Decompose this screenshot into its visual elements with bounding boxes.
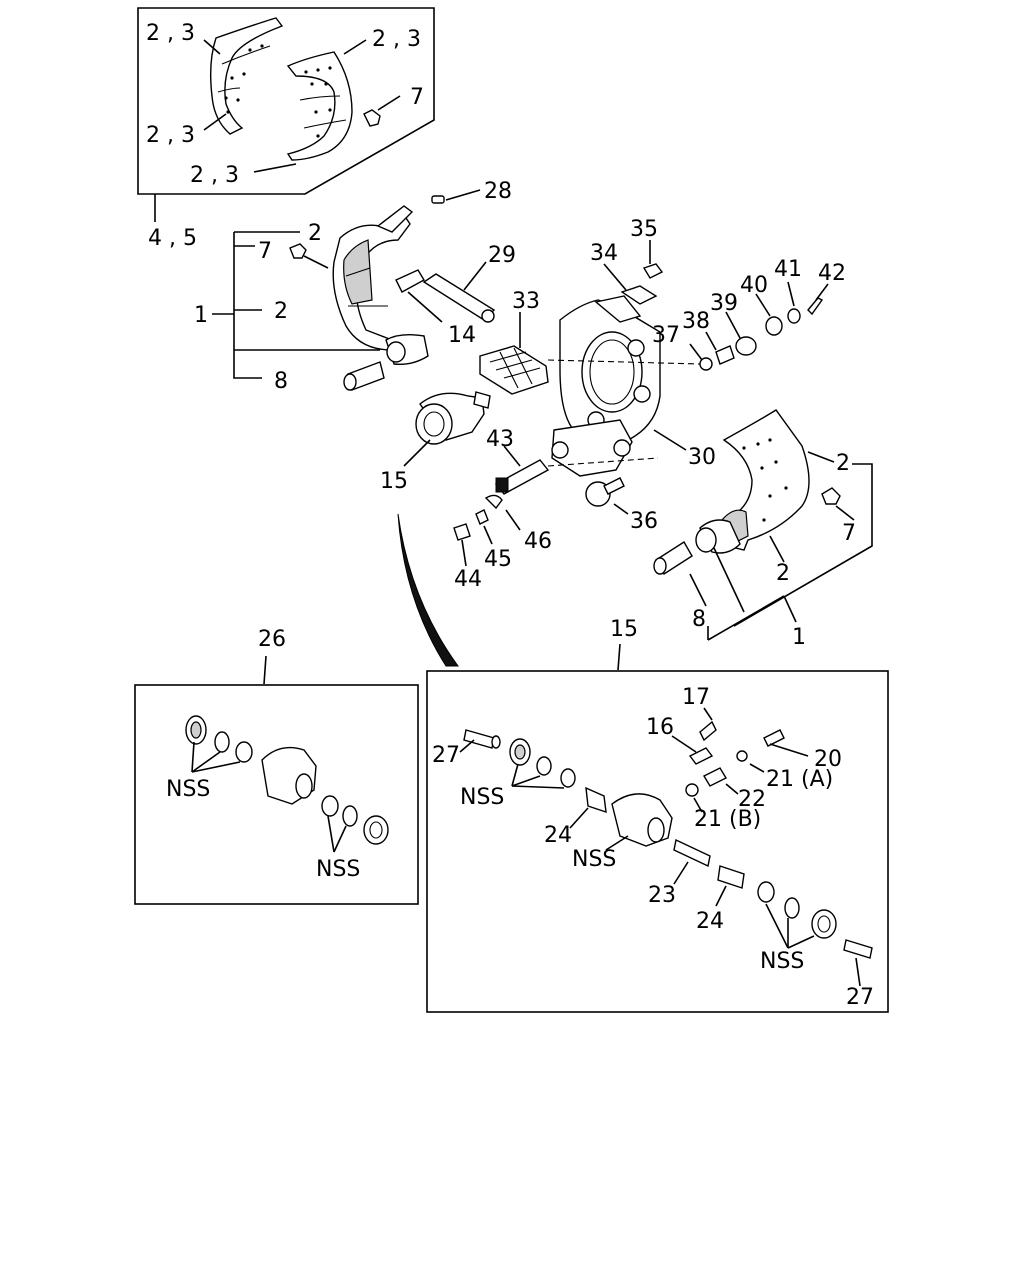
- callout-lining-b: 2 , 3: [372, 27, 421, 52]
- callout-24-a: 24: [544, 823, 572, 848]
- callout-2-right-lower: 2: [776, 561, 790, 586]
- main-brake-assembly: 28 2 7 1 2 8 29 14 33 34 35 37 38 39 40 …: [194, 179, 873, 667]
- shoe-anchor-pin-right: [653, 541, 693, 575]
- callout-37: 37: [652, 323, 680, 348]
- adjuster-pin-29: [422, 273, 496, 323]
- callout-36: 36: [630, 509, 658, 534]
- callout-35: 35: [630, 217, 658, 242]
- wheel-cylinder-15: [415, 391, 491, 445]
- spring-38: [715, 345, 735, 365]
- bolt-36: [585, 477, 625, 507]
- callout-46: 46: [524, 529, 552, 554]
- callout-15-cylinder: 15: [380, 469, 408, 494]
- callout-23: 23: [648, 883, 676, 908]
- callout-lining-d: 2 , 3: [190, 163, 239, 188]
- callout-44: 44: [454, 567, 482, 592]
- pin-28: [431, 195, 445, 204]
- callout-40: 40: [740, 273, 768, 298]
- nss-label-26a: NSS: [166, 777, 210, 802]
- lining-kit-inset: 2 , 3 2 , 3 7 2 , 3 2 , 3 4 , 5: [137, 7, 435, 251]
- anchor-pin-43: [494, 459, 550, 495]
- callout-2-top: 2: [308, 221, 322, 246]
- shoe-roller-right: [695, 519, 741, 554]
- callout-27-top: 27: [432, 743, 460, 768]
- nss-label-15a: NSS: [460, 785, 504, 810]
- callout-28: 28: [484, 179, 512, 204]
- callout-21b: 21 (B): [694, 807, 761, 832]
- callout-43: 43: [486, 427, 514, 452]
- rivet-left: [289, 243, 307, 259]
- callout-39: 39: [710, 291, 738, 316]
- detail-arrow: [397, 513, 459, 667]
- lining-rivet: [363, 109, 381, 127]
- callout-15-box: 15: [610, 617, 638, 642]
- shim-plate-33: [479, 345, 549, 395]
- callout-2-right: 2: [836, 451, 850, 476]
- brake-lining-right: [286, 51, 353, 161]
- callout-21a: 21 (A): [766, 767, 833, 792]
- bolt-44: [453, 523, 471, 541]
- callout-1-right: 1: [792, 625, 806, 650]
- washer-45: [475, 509, 489, 525]
- nut-39: [735, 336, 757, 356]
- callout-1-left: 1: [194, 303, 208, 328]
- shoe-spring-14: [395, 269, 443, 323]
- callout-29: 29: [488, 243, 516, 268]
- pin-42: [807, 297, 824, 316]
- callout-kit: 4 , 5: [148, 226, 197, 251]
- callout-45: 45: [484, 547, 512, 572]
- callout-42: 42: [818, 261, 846, 286]
- bolt-35: [642, 263, 664, 279]
- callout-17: 17: [682, 685, 710, 710]
- callout-20: 20: [814, 747, 842, 772]
- brake-shoe-right: [720, 409, 810, 551]
- nss-label-15b: NSS: [572, 847, 616, 872]
- clip-46: [484, 494, 503, 510]
- callout-2-mid: 2: [274, 299, 288, 324]
- washer-41: [787, 308, 801, 324]
- detail-box-15: 15: [426, 617, 889, 1013]
- detail-box-26: 26 NSS NSS: [134, 627, 419, 905]
- callout-34: 34: [590, 241, 618, 266]
- callout-27-bottom: 27: [846, 985, 874, 1010]
- callout-7-left: 7: [258, 239, 272, 264]
- anchor-plate-30: [551, 295, 661, 477]
- callout-lining-rivet: 7: [410, 85, 424, 110]
- callout-24-b: 24: [696, 909, 724, 934]
- cylinder-seals-26: [185, 715, 389, 845]
- rivet-right: [821, 487, 841, 505]
- callout-7-right: 7: [842, 521, 856, 546]
- shoe-anchor-pin-left: [343, 361, 385, 391]
- callout-8-right: 8: [692, 607, 706, 632]
- callout-41: 41: [774, 257, 802, 282]
- callout-8-left: 8: [274, 369, 288, 394]
- brake-shoe-left: [332, 205, 429, 366]
- callout-22: 22: [738, 787, 766, 812]
- callout-lining-a: 2 , 3: [146, 21, 195, 46]
- callout-26: 26: [258, 627, 286, 652]
- callout-33: 33: [512, 289, 540, 314]
- callout-30: 30: [688, 445, 716, 470]
- callout-38: 38: [682, 309, 710, 334]
- callout-lining-c: 2 , 3: [146, 123, 195, 148]
- nss-label-26b: NSS: [316, 857, 360, 882]
- callout-16: 16: [646, 715, 674, 740]
- wheel-cylinder-parts-15: [463, 720, 873, 959]
- callout-14: 14: [448, 323, 476, 348]
- washer-40: [765, 316, 783, 336]
- nss-label-15c: NSS: [760, 949, 804, 974]
- bracket-34: [620, 285, 658, 305]
- brake-lining-left: [209, 17, 284, 135]
